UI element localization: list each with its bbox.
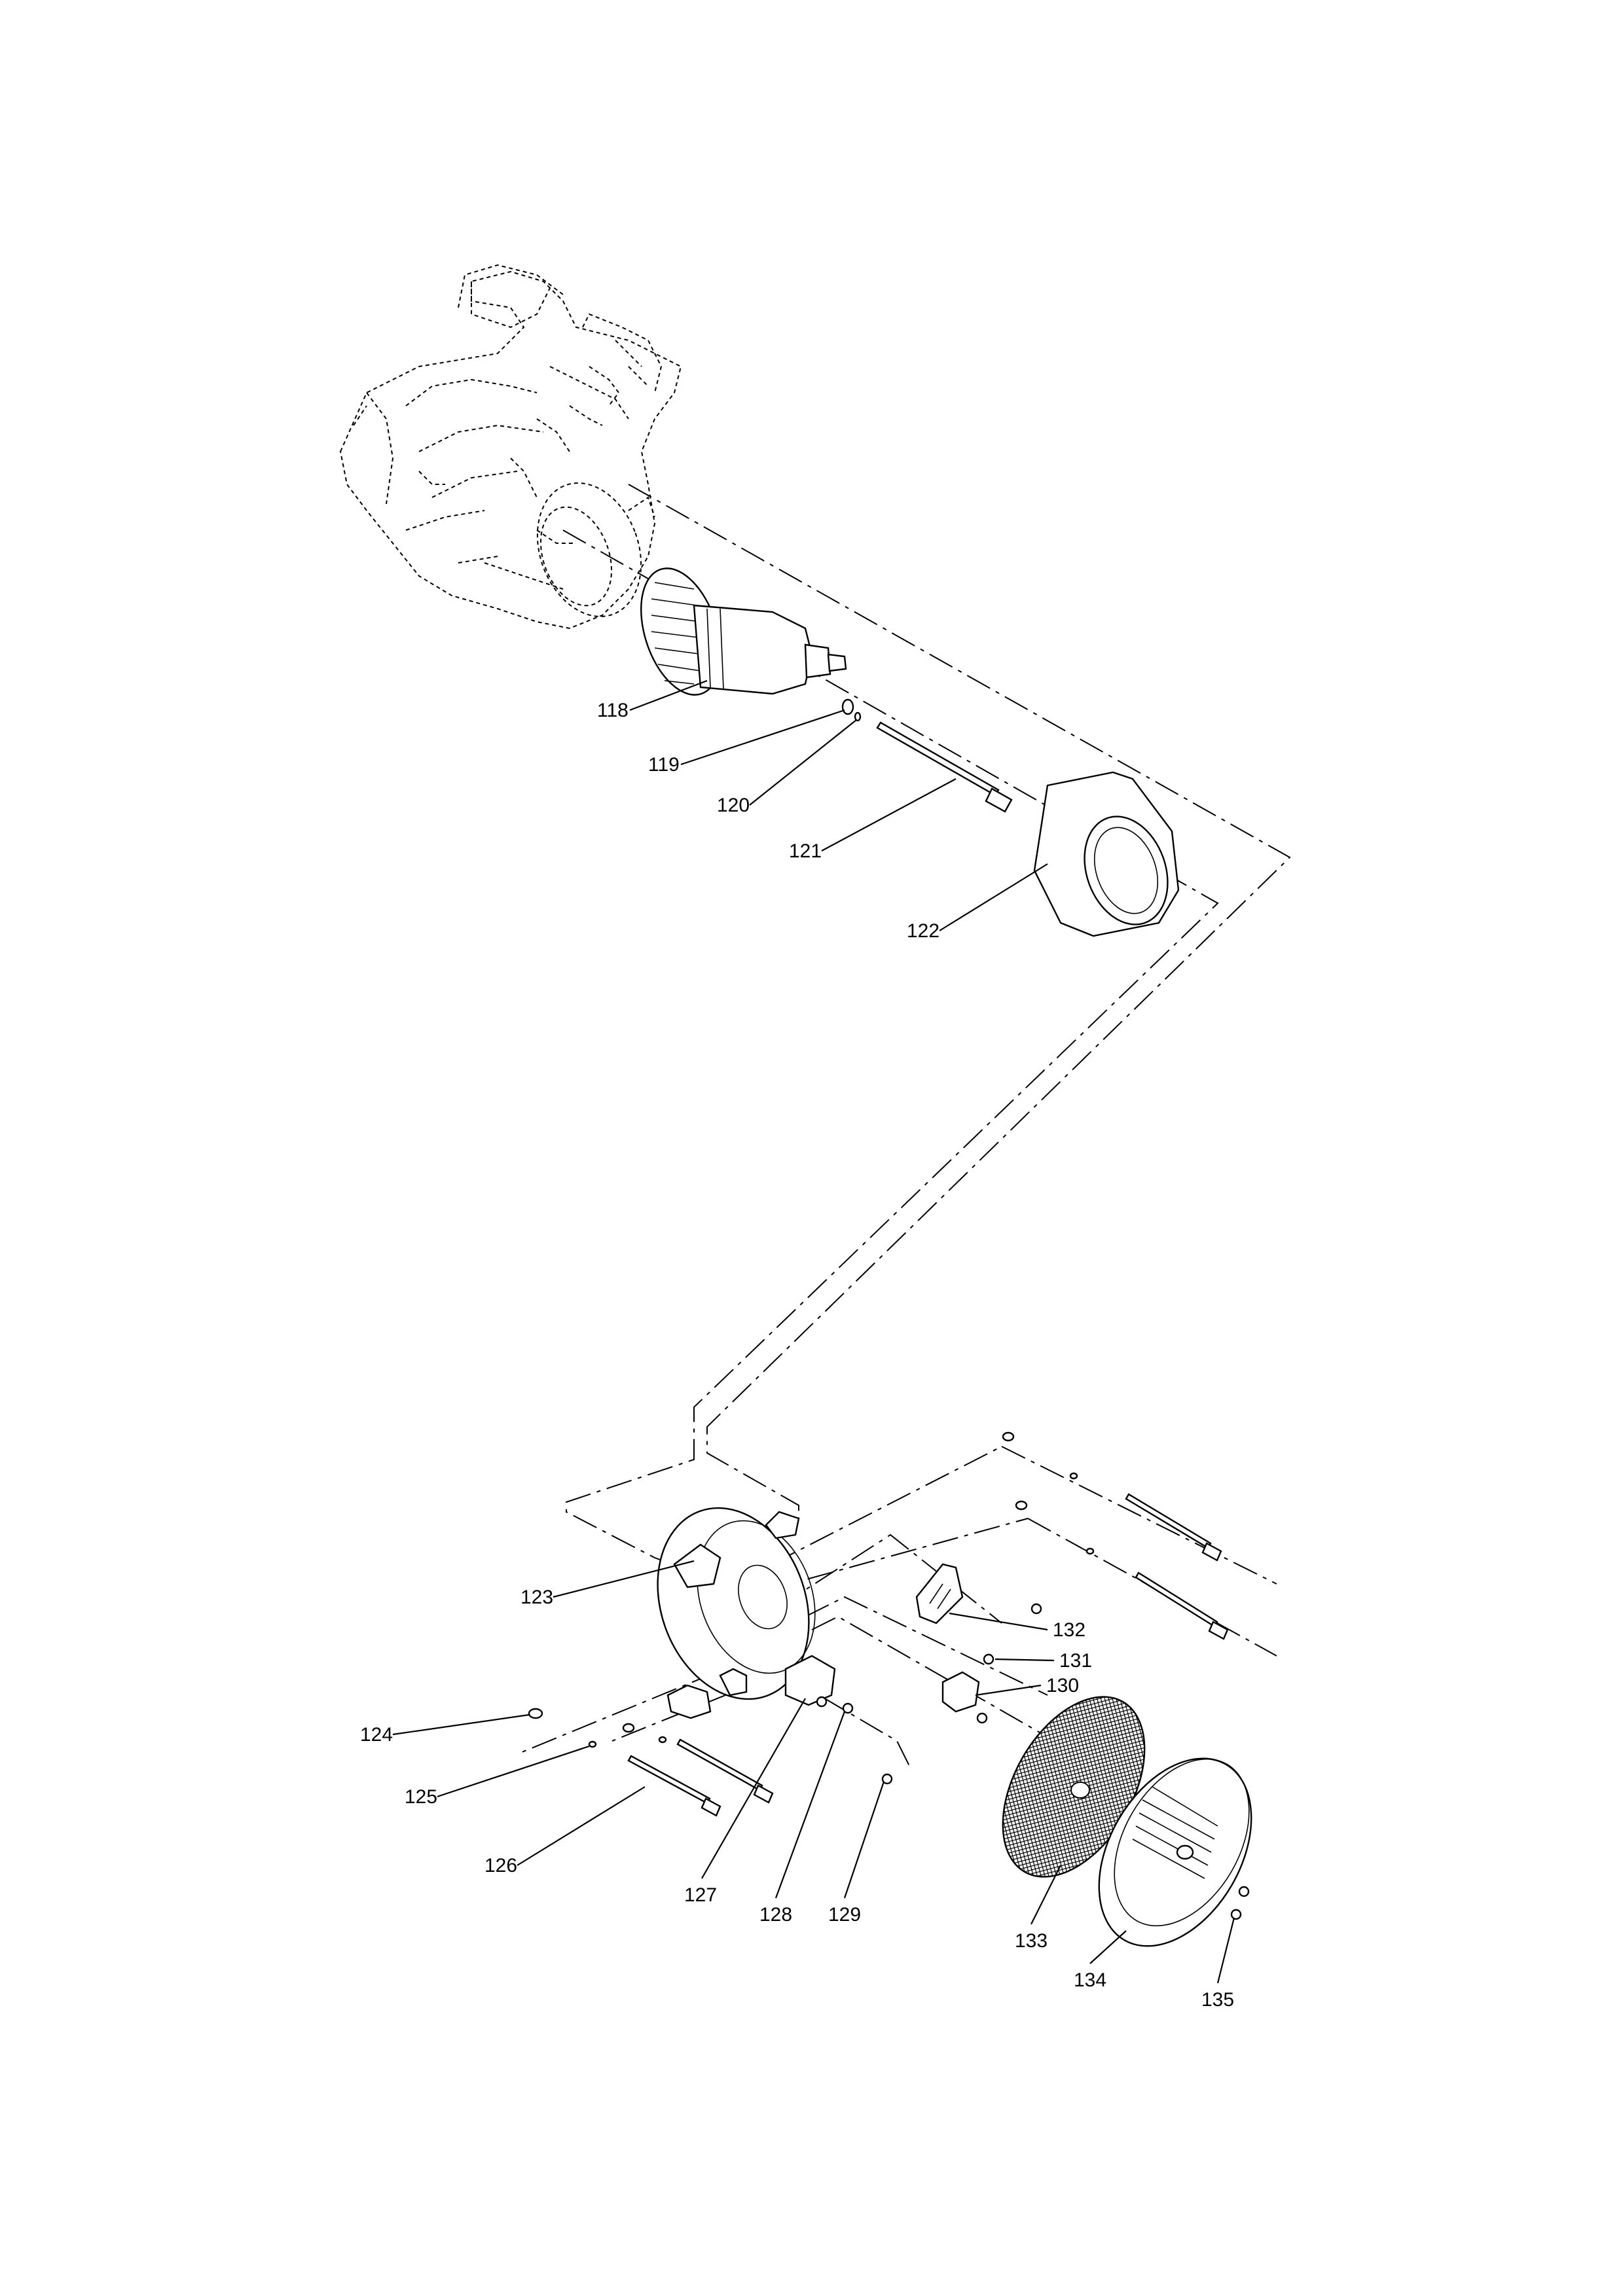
washers-124-125 [528, 1708, 667, 1748]
washers-119-120 [841, 698, 862, 722]
end-bracket [657, 1507, 816, 1719]
label-119: 119 [648, 754, 680, 776]
capacitor-box [784, 1655, 836, 1706]
label-134: 134 [1074, 1969, 1106, 1991]
brush-holder [915, 1563, 1042, 1624]
label-118: 118 [597, 700, 629, 721]
label-128: 128 [759, 1904, 792, 1926]
end-cover [1098, 1757, 1252, 1947]
label-123: 123 [520, 1587, 553, 1608]
label-131: 131 [1059, 1650, 1092, 1672]
label-133: 133 [1015, 1930, 1048, 1952]
terminal-block [941, 1671, 988, 1724]
label-125: 125 [405, 1786, 437, 1808]
label-129: 129 [828, 1904, 861, 1926]
label-130: 130 [1046, 1675, 1079, 1696]
label-132: 132 [1053, 1619, 1085, 1641]
filter-screen [1002, 1696, 1146, 1878]
label-124: 124 [360, 1724, 393, 1746]
long-bolts-rear [1002, 1431, 1229, 1640]
label-121: 121 [789, 840, 822, 862]
long-bolts-front [627, 1738, 774, 1817]
label-127: 127 [684, 1884, 717, 1906]
engine-phantom-outline [339, 264, 682, 630]
label-120: 120 [717, 795, 750, 816]
rotor-with-fan [640, 567, 847, 696]
part-number-labels: 118 119 120 121 122 123 124 125 126 127 … [360, 700, 1234, 2011]
label-126: 126 [484, 1855, 517, 1876]
through-bolt [876, 721, 1013, 813]
leader-lines [392, 679, 1235, 1984]
screws-128-129 [816, 1696, 893, 1785]
stator [1033, 771, 1180, 937]
label-135: 135 [1201, 1989, 1234, 2011]
label-122: 122 [907, 920, 939, 942]
screw-131 [983, 1653, 994, 1665]
